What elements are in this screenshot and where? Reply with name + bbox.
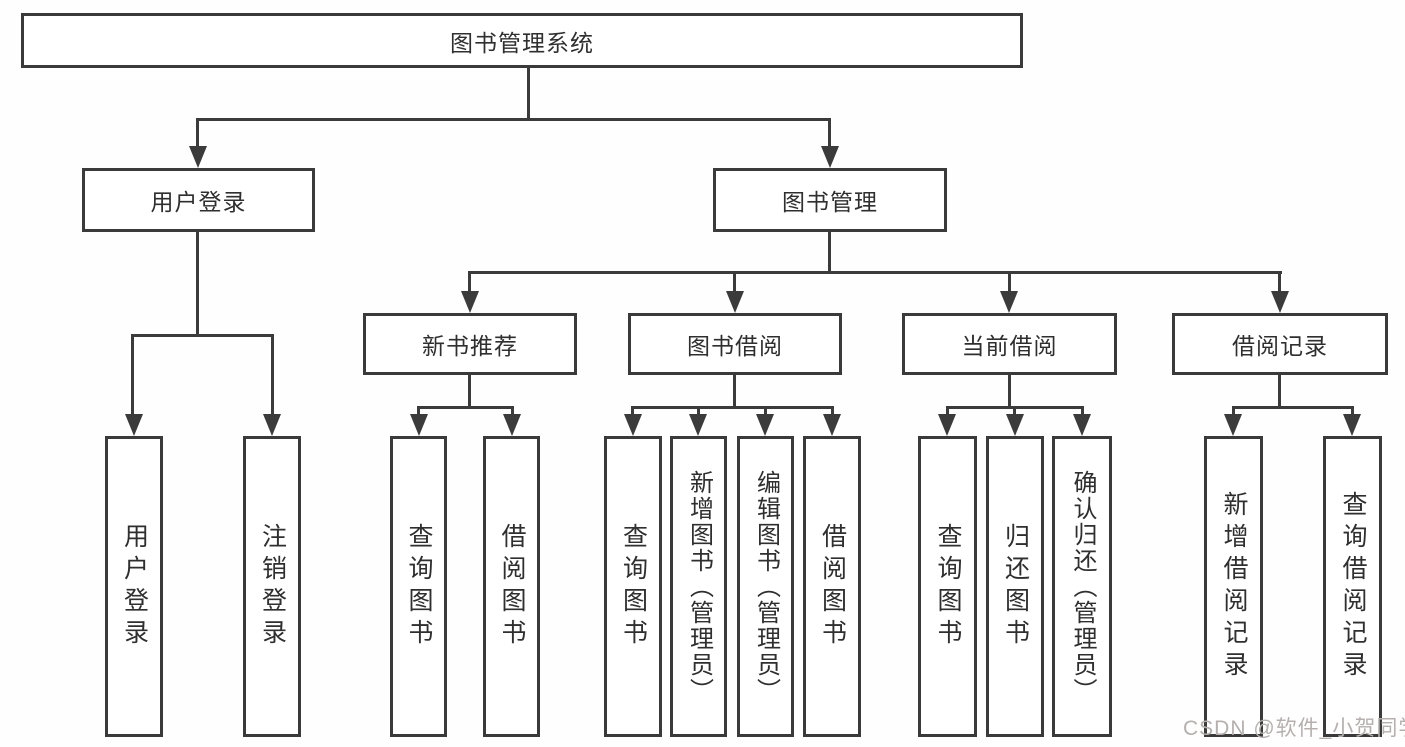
arrow-down-icon xyxy=(689,414,707,436)
connector-line xyxy=(631,406,834,409)
node-edit-book-admin: 编辑图书（管理员） xyxy=(737,436,794,737)
node-label: 归还图书 xyxy=(1001,522,1030,651)
node-library-system: 图书管理系统 xyxy=(21,13,1023,68)
arrow-down-icon xyxy=(1224,414,1242,436)
node-book-management: 图书管理 xyxy=(713,168,947,232)
connector-line xyxy=(1278,271,1281,295)
connector-line xyxy=(1008,375,1011,409)
arrow-down-icon xyxy=(823,414,841,436)
connector-line xyxy=(733,375,736,409)
csdn-watermark: CSDN @软件_小贺同学 xyxy=(1183,717,1405,740)
arrow-down-icon xyxy=(938,414,956,436)
arrow-down-icon xyxy=(410,414,428,436)
node-borrow-books: 借阅图书 xyxy=(483,436,540,737)
arrow-down-icon xyxy=(503,414,521,436)
node-label: 用户登录 xyxy=(120,522,149,651)
connector-line xyxy=(733,271,736,295)
node-confirm-return-admin: 确认归还（管理员） xyxy=(1052,436,1112,737)
connector-line xyxy=(946,406,949,418)
connector-line xyxy=(468,271,1282,274)
arrow-down-icon xyxy=(189,146,207,168)
node-book-borrow: 图书借阅 xyxy=(628,313,842,375)
node-new-book-recommend: 新书推荐 xyxy=(363,313,577,375)
node-label: 图书借阅 xyxy=(687,333,783,359)
connector-line xyxy=(828,232,831,273)
node-query-books: 查询图书 xyxy=(918,436,977,737)
node-label: 注销登录 xyxy=(258,522,287,651)
connector-line xyxy=(828,118,831,150)
node-label: 当前借阅 xyxy=(961,333,1058,359)
connector-line xyxy=(1013,406,1016,418)
node-label: 借阅图书 xyxy=(498,522,526,651)
node-label: 编辑图书（管理员） xyxy=(752,469,780,704)
node-borrow-records: 借阅记录 xyxy=(1172,313,1388,375)
node-label: 新增图书（管理员） xyxy=(685,469,713,704)
node-logout: 注销登录 xyxy=(243,436,301,737)
node-add-book-admin: 新增图书（管理员） xyxy=(670,436,727,737)
arrow-down-icon xyxy=(756,414,774,436)
node-label: 查询借阅记录 xyxy=(1339,490,1367,683)
node-query-borrow-record: 查询借阅记录 xyxy=(1323,436,1382,737)
connector-line xyxy=(131,334,134,418)
node-add-borrow-record: 新增借阅记录 xyxy=(1204,436,1263,737)
connector-line xyxy=(196,118,199,150)
connector-line xyxy=(1008,271,1011,295)
arrow-down-icon xyxy=(1271,291,1289,313)
connector-line xyxy=(764,406,767,418)
connector-line xyxy=(511,406,514,418)
connector-line xyxy=(131,334,274,337)
node-current-borrow: 当前借阅 xyxy=(902,313,1117,375)
node-label: 确认归还（管理员） xyxy=(1069,469,1096,704)
connector-line xyxy=(697,406,700,418)
node-label: 新增借阅记录 xyxy=(1220,490,1248,683)
arrow-down-icon xyxy=(1343,414,1361,436)
connector-line xyxy=(1278,375,1281,409)
node-label: 图书管理 xyxy=(782,189,878,215)
arrow-down-icon xyxy=(263,414,281,436)
node-label: 图书管理系统 xyxy=(450,29,594,56)
connector-line xyxy=(468,271,471,295)
arrow-down-icon xyxy=(624,414,642,436)
node-label: 查询图书 xyxy=(619,522,648,651)
connector-line xyxy=(831,406,834,418)
connector-line xyxy=(417,406,420,418)
connector-line xyxy=(1081,406,1084,418)
node-query-books: 查询图书 xyxy=(390,436,447,737)
arrow-down-icon xyxy=(1073,414,1091,436)
node-label: 用户登录 xyxy=(150,189,247,215)
node-label: 查询图书 xyxy=(405,522,433,651)
node-return-books: 归还图书 xyxy=(986,436,1044,737)
arrow-down-icon xyxy=(461,291,479,313)
node-borrow-books: 借阅图书 xyxy=(803,436,861,737)
arrow-down-icon xyxy=(821,146,839,168)
arrow-down-icon xyxy=(1006,414,1024,436)
node-label: 借阅记录 xyxy=(1232,333,1328,359)
node-query-books: 查询图书 xyxy=(604,436,662,737)
connector-line xyxy=(1232,406,1235,418)
arrow-down-icon xyxy=(1000,291,1018,313)
connector-line xyxy=(196,232,199,334)
connector-line xyxy=(417,406,514,409)
arrow-down-icon xyxy=(726,291,744,313)
node-label: 查询图书 xyxy=(934,522,962,651)
connector-line xyxy=(527,68,530,118)
node-label: 新书推荐 xyxy=(422,333,518,359)
arrow-down-icon xyxy=(125,414,143,436)
node-user-login-leaf: 用户登录 xyxy=(105,436,163,737)
connector-line xyxy=(631,406,634,418)
connector-line xyxy=(271,334,274,418)
node-label: 借阅图书 xyxy=(818,522,847,651)
connector-line xyxy=(1232,406,1354,409)
connector-line xyxy=(468,375,471,409)
connector-line xyxy=(1351,406,1354,418)
node-user-login: 用户登录 xyxy=(82,168,315,232)
connector-line xyxy=(196,118,831,121)
